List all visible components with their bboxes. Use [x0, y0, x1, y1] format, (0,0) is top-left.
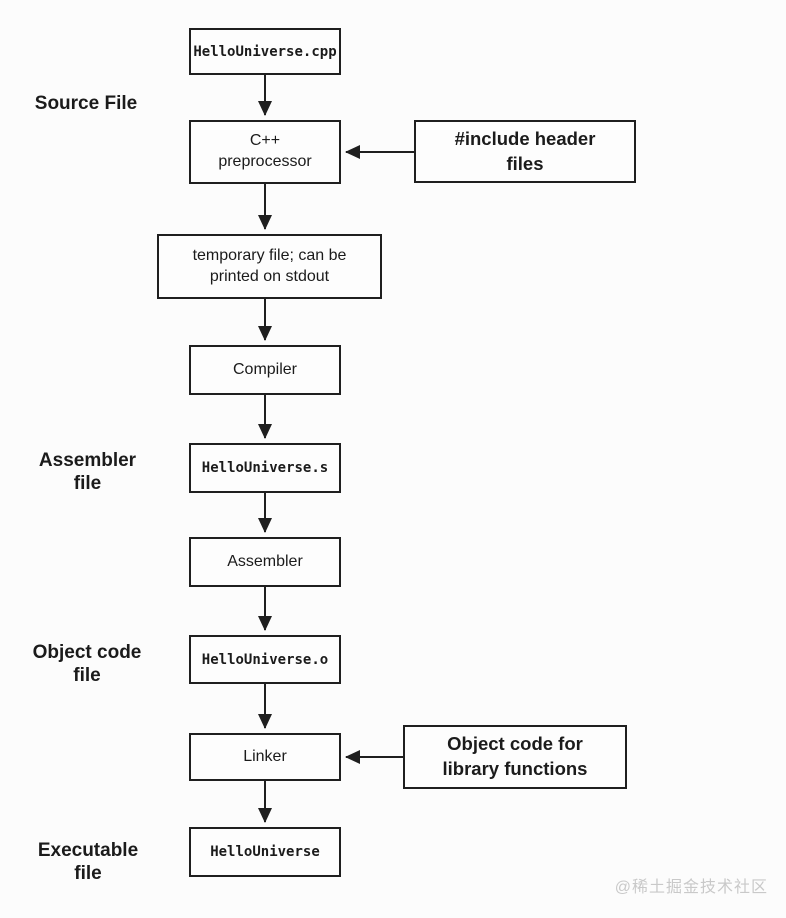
stage-label-executable-file: Executable file: [37, 840, 139, 884]
node-assembler-file-box: HelloUniverse.s: [189, 443, 341, 493]
node-compiler-box: Compiler: [189, 345, 341, 395]
node-source-file-box: HelloUniverse.cpp: [189, 28, 341, 75]
stage-label-object-code-file: Object code file: [32, 642, 142, 686]
community-watermark: @稀土掘金技术社区: [614, 879, 768, 896]
node-executable-box: HelloUniverse: [189, 827, 341, 877]
node-library-objects-box: Object code for library functions: [403, 725, 627, 789]
node-assembler-box: Assembler: [189, 537, 341, 587]
stage-label-source-file: Source File: [34, 93, 138, 114]
node-preprocessor-box: C++ preprocessor: [189, 120, 341, 184]
node-temp-file-box: temporary file; can be printed on stdout: [157, 234, 382, 299]
node-include-headers-box: #include header files: [414, 120, 636, 183]
node-object-file-box: HelloUniverse.o: [189, 635, 341, 684]
node-linker-box: Linker: [189, 733, 341, 781]
stage-label-assembler-file: Assembler file: [38, 450, 137, 494]
